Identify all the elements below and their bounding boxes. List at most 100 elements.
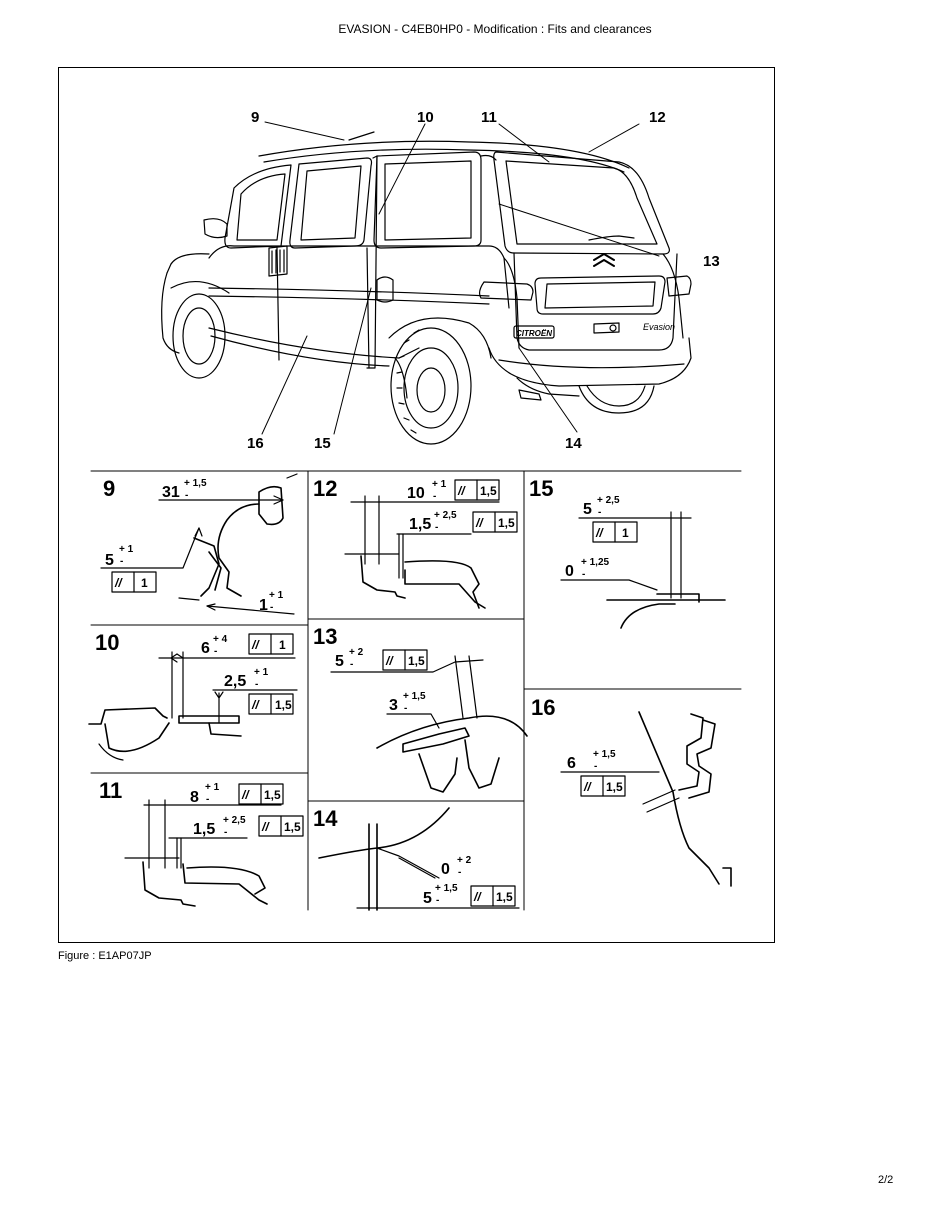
svg-text:+ 1: + 1 — [269, 590, 284, 601]
callout-14: 14 — [565, 435, 582, 452]
panel-10: 10 6 + 4 - // 1 2,5 + 1 - // 1,5 — [88, 630, 298, 761]
svg-text:+ 1,25: + 1,25 — [581, 557, 610, 568]
svg-text:1: 1 — [279, 638, 286, 652]
svg-text:1,5: 1,5 — [408, 654, 425, 668]
svg-text://: // — [261, 820, 270, 834]
svg-text:1,5: 1,5 — [480, 484, 497, 498]
svg-text:+ 1: + 1 — [119, 544, 134, 555]
svg-text:+ 2,5: + 2,5 — [434, 510, 457, 521]
panel-9: 9 31 + 1,5 - 5 + 1 - // 1 1 + 1 - — [100, 473, 298, 615]
svg-text://: // — [114, 576, 123, 590]
svg-text:5: 5 — [583, 501, 592, 518]
svg-text:+ 1,5: + 1,5 — [435, 883, 458, 894]
svg-text:1,5: 1,5 — [496, 890, 513, 904]
svg-text:1,5: 1,5 — [498, 516, 515, 530]
svg-text:31: 31 — [162, 484, 180, 501]
svg-text:-: - — [206, 794, 209, 805]
svg-text:12: 12 — [313, 476, 337, 501]
svg-text:10: 10 — [407, 485, 425, 502]
svg-text://: // — [457, 484, 466, 498]
svg-text:-: - — [458, 867, 461, 878]
svg-text:2,5: 2,5 — [224, 673, 246, 690]
panel-11: 11 8 + 1 - // 1,5 1,5 + 2,5 - // 1,5 — [99, 778, 304, 907]
svg-text:-: - — [224, 827, 227, 838]
svg-text:-: - — [214, 646, 217, 657]
svg-text:5: 5 — [335, 653, 344, 670]
svg-text:+ 1: + 1 — [205, 782, 220, 793]
svg-text:3: 3 — [389, 697, 398, 714]
svg-text:+ 2: + 2 — [457, 855, 472, 866]
svg-text:-: - — [270, 602, 273, 613]
panel-16: 16 6 + 1,5 - // 1,5 — [531, 695, 732, 887]
page-number: 2/2 — [878, 1174, 894, 1186]
svg-text:-: - — [594, 761, 597, 772]
svg-text://: // — [251, 638, 260, 652]
svg-text://: // — [475, 516, 484, 530]
svg-text:+ 2,5: + 2,5 — [597, 495, 620, 506]
figure-caption: Figure : E1AP07JP — [58, 950, 152, 962]
callout-16: 16 — [247, 435, 264, 452]
callout-12: 12 — [649, 109, 666, 126]
svg-text:1,5: 1,5 — [193, 821, 215, 838]
svg-text:15: 15 — [529, 476, 553, 501]
svg-text:+ 1: + 1 — [432, 479, 447, 490]
svg-text:16: 16 — [531, 695, 555, 720]
van-illustration: CITROËN Evasion — [161, 131, 692, 445]
svg-text:+ 1: + 1 — [254, 667, 269, 678]
svg-text:-: - — [436, 895, 439, 906]
panel-15: 15 5 + 2,5 - // 1 0 + 1,25 - — [529, 476, 726, 629]
svg-text:1: 1 — [259, 597, 268, 614]
svg-text://: // — [595, 526, 604, 540]
svg-text:1,5: 1,5 — [264, 788, 281, 802]
svg-text:-: - — [433, 491, 436, 502]
brand-badge: CITROËN — [516, 329, 552, 338]
svg-text:13: 13 — [313, 624, 337, 649]
svg-text:1,5: 1,5 — [606, 780, 623, 794]
svg-text:10: 10 — [95, 630, 119, 655]
svg-text:1: 1 — [141, 576, 148, 590]
svg-text://: // — [385, 654, 394, 668]
panel-13: 13 5 + 2 - // 1,5 3 + 1,5 - — [313, 624, 528, 793]
svg-text:5: 5 — [105, 552, 114, 569]
svg-text:+ 2: + 2 — [349, 647, 364, 658]
panel-14: 14 0 + 2 - 5 + 1,5 - // 1,5 — [313, 806, 520, 911]
svg-text:-: - — [582, 569, 585, 580]
svg-text:0: 0 — [441, 861, 450, 878]
svg-text:9: 9 — [103, 476, 115, 501]
svg-text:-: - — [185, 490, 188, 501]
svg-text:+ 1,5: + 1,5 — [403, 691, 426, 702]
svg-text:-: - — [120, 556, 123, 567]
detail-grid — [90, 470, 742, 911]
svg-text://: // — [241, 788, 250, 802]
svg-text:11: 11 — [99, 778, 122, 803]
svg-text:1: 1 — [622, 526, 629, 540]
svg-text:-: - — [255, 679, 258, 690]
svg-text:-: - — [598, 507, 601, 518]
figure-frame: CITROËN Evasion 9 10 11 12 13 14 15 16 — [58, 67, 775, 943]
svg-text:5: 5 — [423, 890, 432, 907]
svg-text:+ 1,5: + 1,5 — [184, 478, 207, 489]
svg-text:+ 2,5: + 2,5 — [223, 815, 246, 826]
svg-text:-: - — [435, 522, 438, 533]
callout-15: 15 — [314, 435, 331, 452]
callout-10: 10 — [417, 109, 434, 126]
svg-text:6: 6 — [201, 640, 210, 657]
svg-text:+ 4: + 4 — [213, 634, 228, 645]
svg-text://: // — [583, 780, 592, 794]
svg-text://: // — [251, 698, 260, 712]
svg-text://: // — [473, 890, 482, 904]
svg-text:1,5: 1,5 — [275, 698, 292, 712]
svg-text:6: 6 — [567, 755, 576, 772]
callout-13: 13 — [703, 253, 720, 270]
callout-11: 11 — [481, 109, 497, 126]
svg-text:0: 0 — [565, 563, 574, 580]
svg-text:-: - — [404, 703, 407, 714]
svg-text:14: 14 — [313, 806, 338, 831]
callout-9: 9 — [251, 109, 259, 126]
model-badge: Evasion — [643, 322, 675, 332]
svg-text:+ 1,5: + 1,5 — [593, 749, 616, 760]
svg-text:8: 8 — [190, 789, 199, 806]
svg-text:1,5: 1,5 — [284, 820, 301, 834]
svg-text:1,5: 1,5 — [409, 516, 431, 533]
page-header: EVASION - C4EB0HP0 - Modification : Fits… — [338, 22, 652, 36]
